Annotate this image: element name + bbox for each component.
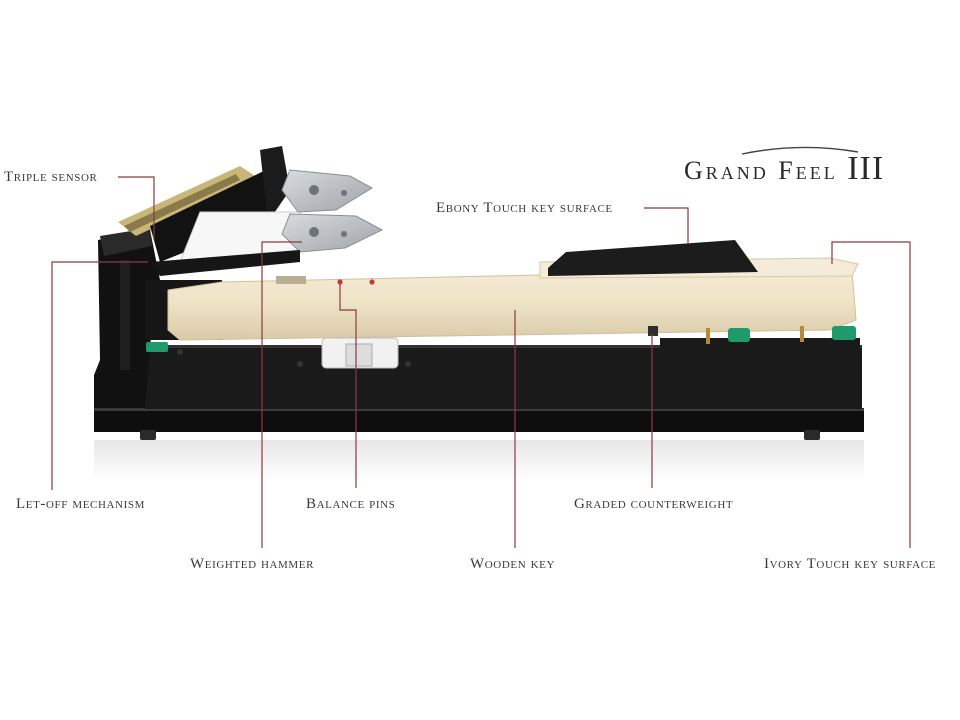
leader-let-off (51, 261, 148, 490)
label-let-off: Let-off mechanism (16, 496, 145, 512)
leader-balance-pins (339, 284, 357, 488)
hammer (150, 169, 384, 276)
ebony-key-shape (548, 240, 758, 276)
leader-weighted-hammer (261, 241, 302, 548)
label-wooden-key: Wooden key (470, 556, 556, 572)
balance-bracket (321, 337, 399, 369)
brand-name: Grand Feel (684, 156, 838, 185)
label-weighted-hammer: Weighted hammer (190, 556, 315, 572)
brand-numeral: III (847, 150, 885, 187)
green-felts (146, 326, 856, 367)
brand-logo: Grand Feel III (684, 150, 884, 188)
label-triple-sensor: Triple sensor (4, 169, 98, 185)
leader-triple-sensor (118, 176, 155, 240)
leader-lines (51, 176, 911, 548)
floor-reflection (94, 440, 864, 480)
label-graded-counterweight: Graded counterweight (574, 496, 734, 512)
label-ebony-touch: Ebony Touch key surface (436, 200, 613, 216)
leader-ebony-touch (644, 207, 689, 244)
balance-pin-rear (369, 279, 375, 285)
leader-ivory-touch (831, 241, 911, 548)
label-balance-pins: Balance pins (306, 496, 396, 512)
balance-pin-front (337, 279, 343, 285)
action-frame (94, 228, 160, 408)
chassis (94, 338, 864, 440)
label-ivory-touch: Ivory Touch key surface (764, 556, 936, 572)
brand-swoosh-icon (741, 146, 859, 155)
